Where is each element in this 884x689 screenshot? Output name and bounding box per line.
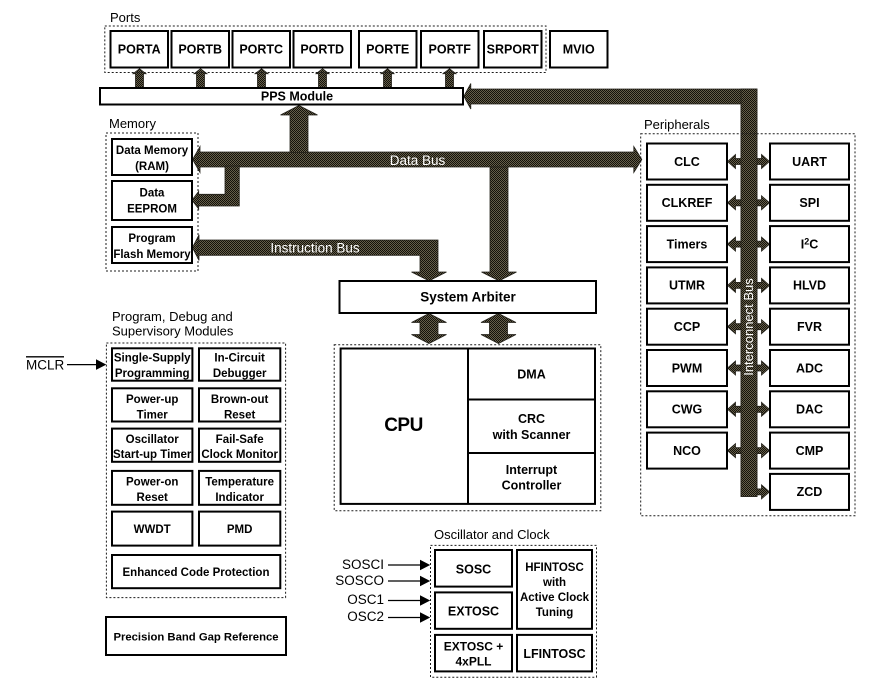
svg-text:PORTF: PORTF (429, 43, 472, 57)
svg-text:In-Circuit: In-Circuit (214, 353, 265, 365)
svg-text:Timers: Timers (667, 237, 708, 251)
svg-text:Oscillator: Oscillator (126, 434, 180, 446)
svg-text:DMA: DMA (517, 368, 545, 382)
svg-text:LFINTOSC: LFINTOSC (523, 647, 585, 661)
svg-text:PWM: PWM (672, 361, 703, 375)
svg-text:CWG: CWG (672, 403, 703, 417)
svg-text:HLVD: HLVD (793, 279, 826, 293)
svg-text:UART: UART (792, 155, 827, 169)
svg-text:Data: Data (140, 188, 166, 200)
svg-text:Ports: Ports (110, 10, 141, 25)
svg-text:Indicator: Indicator (215, 492, 264, 504)
svg-text:Program: Program (128, 233, 175, 245)
svg-text:Reset: Reset (224, 409, 255, 421)
svg-text:Supervisory Modules: Supervisory Modules (112, 324, 234, 339)
svg-text:CCP: CCP (674, 320, 700, 334)
svg-text:Active Clock: Active Clock (520, 592, 590, 604)
svg-text:Start-up Timer: Start-up Timer (113, 449, 192, 461)
svg-text:SOSC: SOSC (456, 563, 491, 577)
svg-text:Power-up: Power-up (126, 394, 178, 406)
svg-text:System Arbiter: System Arbiter (420, 290, 516, 305)
svg-text:Temperature: Temperature (205, 477, 274, 489)
svg-text:with: with (542, 577, 566, 589)
svg-text:Tuning: Tuning (536, 607, 573, 619)
svg-text:Enhanced Code Protection: Enhanced Code Protection (123, 567, 270, 579)
svg-text:Memory: Memory (109, 116, 156, 131)
svg-text:EEPROM: EEPROM (127, 204, 177, 216)
svg-text:NCO: NCO (673, 444, 701, 458)
svg-text:Programming: Programming (115, 368, 190, 380)
svg-text:PORTE: PORTE (366, 43, 409, 57)
svg-text:Interrupt: Interrupt (506, 463, 558, 477)
svg-text:Controller: Controller (502, 479, 562, 493)
svg-text:Peripherals: Peripherals (644, 117, 710, 132)
svg-text:WWDT: WWDT (134, 524, 171, 536)
svg-text:DAC: DAC (796, 403, 823, 417)
svg-text:ADC: ADC (796, 361, 823, 375)
svg-text:EXTOSC +: EXTOSC + (444, 640, 503, 654)
svg-text:CMP: CMP (796, 444, 824, 458)
svg-text:Reset: Reset (137, 492, 168, 504)
svg-text:FVR: FVR (797, 320, 822, 334)
svg-text:Fail-Safe: Fail-Safe (216, 434, 264, 446)
svg-text:PORTC: PORTC (239, 43, 283, 57)
svg-text:OSC2: OSC2 (347, 609, 384, 624)
svg-text:Program, Debug and: Program, Debug and (112, 309, 233, 324)
svg-text:CPU: CPU (384, 415, 423, 436)
svg-text:SPI: SPI (799, 196, 819, 210)
svg-text:PPS Module: PPS Module (261, 90, 333, 104)
svg-text:Brown-out: Brown-out (211, 394, 269, 406)
svg-text:Interconnect Bus: Interconnect Bus (741, 278, 756, 376)
svg-text:Debugger: Debugger (213, 368, 267, 380)
svg-text:UTMR: UTMR (669, 279, 705, 293)
svg-text:MVIO: MVIO (563, 43, 595, 57)
svg-text:EXTOSC: EXTOSC (448, 605, 499, 619)
svg-text:Power-on: Power-on (126, 477, 178, 489)
svg-text:PMD: PMD (227, 524, 253, 536)
svg-text:ZCD: ZCD (797, 485, 823, 499)
svg-text:Instruction Bus: Instruction Bus (270, 241, 360, 256)
svg-text:OSC1: OSC1 (347, 592, 384, 607)
svg-text:Timer: Timer (137, 409, 169, 421)
svg-text:CLC: CLC (674, 155, 700, 169)
svg-text:MCLR: MCLR (26, 357, 65, 372)
svg-text:Oscillator and Clock: Oscillator and Clock (434, 527, 550, 542)
svg-text:Data Memory: Data Memory (116, 145, 189, 157)
svg-text:SRPORT: SRPORT (487, 43, 539, 57)
svg-text:PORTD: PORTD (300, 43, 344, 57)
svg-text:HFINTOSC: HFINTOSC (525, 562, 584, 574)
svg-text:CLKREF: CLKREF (662, 196, 713, 210)
svg-text:Data Bus: Data Bus (390, 153, 446, 168)
svg-text:Flash Memory: Flash Memory (113, 249, 191, 261)
svg-text:(RAM): (RAM) (135, 161, 169, 173)
svg-text:Single-Supply: Single-Supply (114, 353, 191, 365)
svg-text:SOSCO: SOSCO (335, 573, 384, 588)
svg-text:PORTA: PORTA (118, 43, 161, 57)
svg-text:4xPLL: 4xPLL (455, 655, 491, 669)
svg-text:Clock Monitor: Clock Monitor (201, 449, 278, 461)
svg-text:SOSCI: SOSCI (342, 557, 384, 572)
svg-text:PORTB: PORTB (178, 43, 222, 57)
svg-text:CRC: CRC (518, 412, 545, 426)
svg-text:I2C: I2C (801, 236, 819, 251)
svg-text:Precision Band Gap Reference: Precision Band Gap Reference (113, 632, 278, 644)
svg-text:with Scanner: with Scanner (492, 428, 571, 442)
